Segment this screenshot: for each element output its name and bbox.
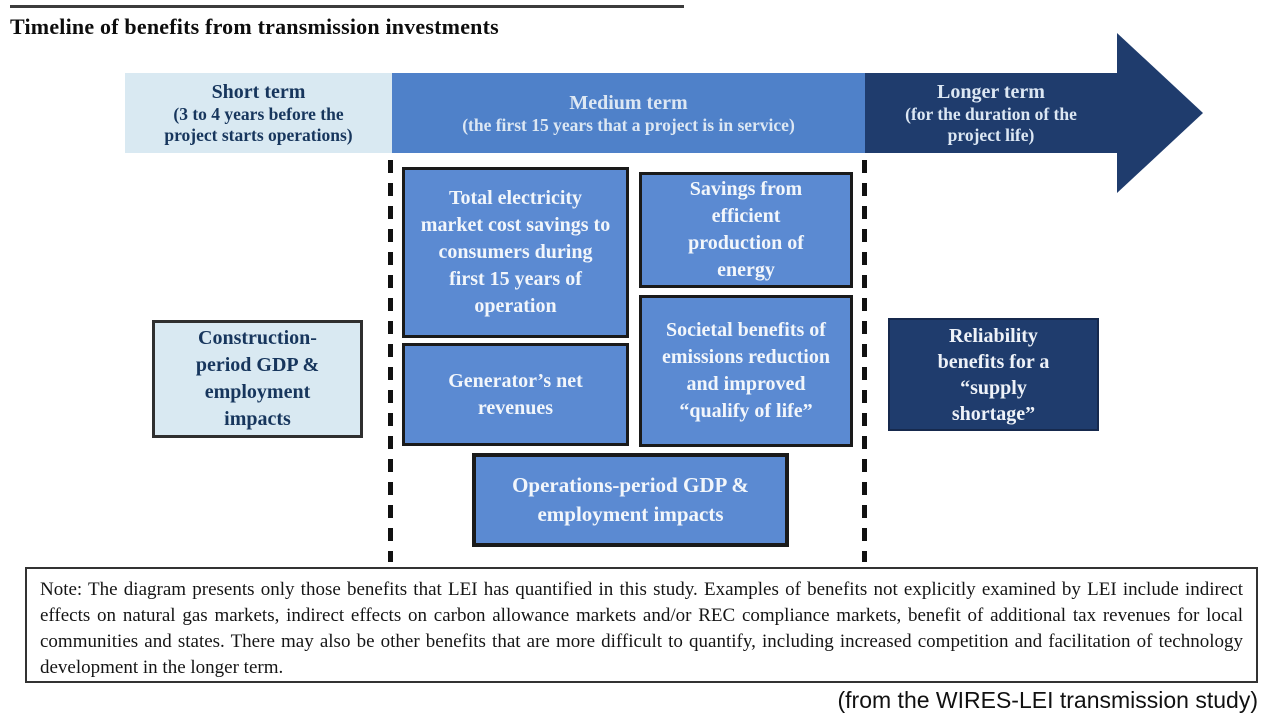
- timeline-phase-medium-term: Medium term (the first 15 years that a p…: [392, 73, 865, 153]
- benefit-box-societal-emissions: Societal benefits of emissions reduction…: [639, 295, 853, 447]
- phase-divider-short-medium: [388, 160, 393, 562]
- timeline-phase-short-term: Short term (3 to 4 years before the proj…: [125, 73, 392, 153]
- phase-divider-medium-longer: [862, 160, 867, 562]
- medium-term-label: Medium term: [569, 91, 688, 114]
- benefit-box-operations-gdp: Operations-period GDP & employment impac…: [472, 453, 789, 547]
- page-title: Timeline of benefits from transmission i…: [10, 14, 499, 39]
- longer-term-subtitle: (for the duration of the project life): [905, 104, 1077, 145]
- short-term-subtitle: (3 to 4 years before the project starts …: [164, 104, 353, 145]
- short-term-label: Short term: [211, 81, 306, 103]
- benefit-box-total-electricity-savings: Total electricity market cost savings to…: [402, 167, 629, 338]
- benefit-box-efficient-production: Savings from efficient production of ene…: [639, 172, 853, 288]
- benefit-box-generators-net-revenues: Generator’s net revenues: [402, 343, 629, 446]
- note-text: Note: The diagram presents only those be…: [40, 579, 1243, 678]
- source-caption: (from the WIRES-LEI transmission study): [837, 687, 1259, 713]
- timeline-phase-longer-term: Longer term (for the duration of the pro…: [865, 73, 1117, 153]
- timeline-arrow-head-icon: [1117, 33, 1203, 193]
- benefit-box-reliability: Reliability benefits for a “supply short…: [888, 318, 1099, 431]
- benefit-box-construction-gdp: Construction-period GDP & employment imp…: [152, 320, 363, 438]
- title-top-rule: [10, 5, 684, 8]
- longer-term-label: Longer term: [937, 81, 1045, 103]
- medium-term-subtitle: (the first 15 years that a project is in…: [462, 114, 795, 135]
- note-box: Note: The diagram presents only those be…: [25, 567, 1258, 683]
